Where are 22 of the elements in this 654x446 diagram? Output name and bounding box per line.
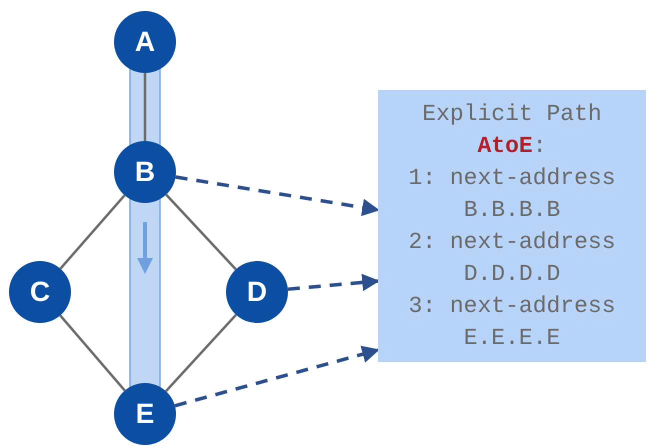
- path-text: D.D.D.D: [464, 260, 560, 289]
- link-line: [165, 314, 237, 392]
- path-text: 1: next-address: [408, 164, 616, 193]
- dashed-arrow: [174, 346, 380, 408]
- path-text: B.B.B.B: [464, 196, 560, 225]
- node-label: D: [246, 278, 268, 306]
- node-label: C: [30, 278, 50, 306]
- node-label: B: [134, 158, 156, 186]
- link-line: [165, 194, 237, 270]
- path-text: Explicit Path: [422, 100, 602, 129]
- dashed-arrow: [288, 274, 380, 292]
- link-line: [144, 73, 146, 141]
- path-text: 2: next-address: [408, 228, 616, 257]
- link-line: [59, 194, 126, 270]
- node-label: A: [134, 28, 156, 56]
- node-label: E: [136, 400, 154, 428]
- dashed-arrow: [175, 175, 380, 216]
- path-text: E.E.E.E: [464, 324, 560, 353]
- path-box: [378, 90, 646, 362]
- path-text: AtoE:: [477, 132, 547, 161]
- path-text: 3: next-address: [408, 292, 616, 321]
- link-line: [59, 314, 126, 392]
